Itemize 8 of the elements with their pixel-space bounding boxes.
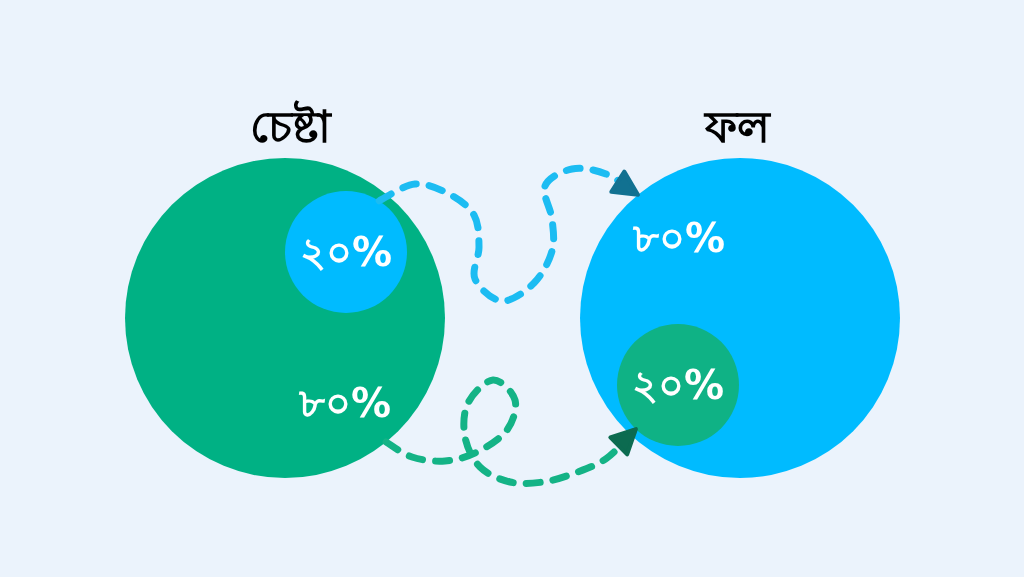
percentage-label: ২০% [630,361,726,410]
percentage-label: ৮০% [297,379,393,428]
circle-heading: চেষ্টা [248,99,333,154]
dashed-arrow [375,164,642,305]
percentage-label: ৮০% [631,214,727,263]
dashed-arrow [382,376,640,487]
percentage-label: ২০% [298,228,394,277]
circle-heading: ফল [702,99,772,154]
